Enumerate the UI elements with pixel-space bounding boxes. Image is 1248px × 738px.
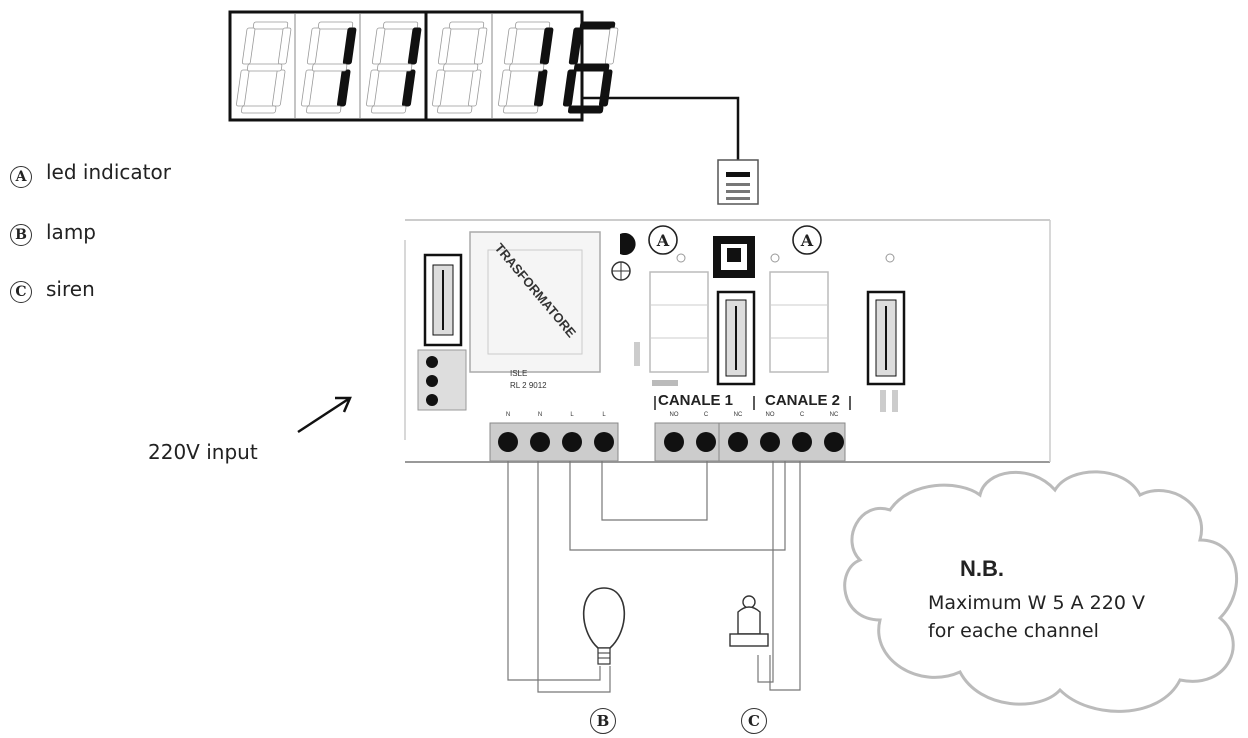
terminal-screw — [562, 432, 582, 452]
terminal-pin-label: N — [538, 412, 542, 418]
seven-segment-display — [228, 10, 619, 122]
terminal-screw — [728, 432, 748, 452]
board-model-line2: RL 2 9012 — [510, 381, 547, 390]
terminal-pin-label: NO — [766, 412, 775, 418]
led-badge-channel2: A — [800, 231, 814, 250]
terminal-screw — [824, 432, 844, 452]
legend-badge-b: B — [10, 224, 32, 246]
terminal-pin-label: NC — [734, 412, 743, 418]
display-digit — [236, 21, 292, 114]
control-board: TRASFORMATORE ISLE RL 2 9012 — [404, 219, 1051, 463]
terminal-screw — [498, 432, 518, 452]
load-badge-siren: C — [741, 708, 767, 734]
legend-text-siren: siren — [46, 277, 95, 301]
display-digit — [301, 21, 357, 114]
terminal-screw — [664, 432, 684, 452]
legend-item-siren: C siren — [10, 277, 95, 307]
display-digit — [498, 21, 554, 114]
legend-badge-c: C — [10, 281, 32, 303]
board-model-line1: ISLE — [510, 369, 527, 378]
terminal-pin-label: C — [704, 412, 709, 418]
terminal-pin-label: L — [570, 412, 574, 418]
terminal-pin-label: NO — [670, 412, 679, 418]
note-line2: for eache channel — [928, 620, 1099, 642]
led-badge-channel1: A — [656, 231, 670, 250]
terminal-screw — [760, 432, 780, 452]
legend-item-lamp: B lamp — [10, 220, 96, 250]
channel2-label: CANALE 2 — [765, 392, 840, 409]
terminal-pin-label: N — [506, 412, 510, 418]
legend-text-lamp: lamp — [46, 220, 96, 244]
note-title: N.B. — [960, 556, 1004, 581]
display-digit — [432, 21, 488, 114]
terminal-pin-label: L — [602, 412, 606, 418]
legend-text-led: led indicator — [46, 160, 171, 184]
terminal-screw — [530, 432, 550, 452]
legend-item-led: A led indicator — [10, 160, 171, 192]
legend-badge-a: A — [10, 166, 32, 188]
terminal-screw — [792, 432, 812, 452]
terminal-screw — [594, 432, 614, 452]
display-digit — [366, 21, 422, 114]
note-line1: Maximum W 5 A 220 V — [928, 592, 1145, 614]
input-label: 220V input — [148, 440, 258, 464]
display-connector — [717, 159, 759, 205]
display-cable — [582, 96, 740, 162]
siren-icon — [729, 595, 769, 647]
load-badge-lamp: B — [590, 708, 616, 734]
channel1-label: CANALE 1 — [658, 392, 733, 409]
terminal-pin-label: NC — [830, 412, 839, 418]
wiring — [507, 461, 801, 693]
note-cloud — [843, 470, 1239, 713]
input-arrow — [297, 396, 352, 434]
lamp-icon — [582, 587, 626, 665]
terminal-screw — [696, 432, 716, 452]
terminal-pin-label: C — [800, 412, 805, 418]
